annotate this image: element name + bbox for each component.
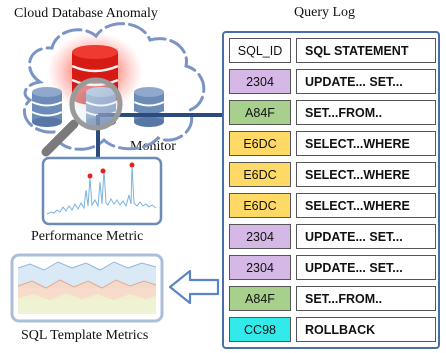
query-log-header: SQL_ID SQL STATEMENT [229, 38, 436, 63]
sql-id-cell: CC98 [229, 317, 291, 342]
magnifier-icon [41, 77, 123, 157]
sql-template-metrics-label: SQL Template Metrics [21, 328, 149, 343]
query-log-title: Query Log [294, 5, 356, 20]
monitor-label: Monitor [130, 139, 176, 154]
sql-statement-cell: SELECT...WHERE [296, 131, 436, 156]
sql-statement-cell: SET...FROM.. [296, 286, 436, 311]
sql-id-header: SQL_ID [229, 38, 291, 63]
performance-metric-chart [41, 156, 163, 226]
database-icon-right [133, 87, 165, 127]
sql-statement-cell: ROLLBACK [296, 317, 436, 342]
sql-id-cell: 2304 [229, 69, 291, 94]
sql-statement-cell: UPDATE... SET... [296, 255, 436, 280]
sql-id-cell: E6DC [229, 193, 291, 218]
sql-id-cell: E6DC [229, 131, 291, 156]
database-icon-left [31, 87, 63, 127]
sql-id-cell: 2304 [229, 224, 291, 249]
sql-statement-cell: SET...FROM.. [296, 100, 436, 125]
sql-id-cell: 2304 [229, 255, 291, 280]
sql-statement-header: SQL STATEMENT [296, 38, 436, 63]
sql-statement-cell: SELECT...WHERE [296, 162, 436, 187]
sql-id-cell: A84F [229, 100, 291, 125]
sql-id-cell: A84F [229, 286, 291, 311]
sql-template-metrics-chart [10, 253, 164, 323]
performance-metric-label: Performance Metric [31, 229, 144, 244]
cloud-db-title: Cloud Database Anomaly [14, 6, 158, 21]
sql-statement-cell: UPDATE... SET... [296, 69, 436, 94]
sql-id-cell: E6DC [229, 162, 291, 187]
cloud-icon [23, 22, 206, 151]
arrow-left-icon [168, 269, 220, 305]
sql-statement-cell: UPDATE... SET... [296, 224, 436, 249]
sql-statement-cell: SELECT...WHERE [296, 193, 436, 218]
